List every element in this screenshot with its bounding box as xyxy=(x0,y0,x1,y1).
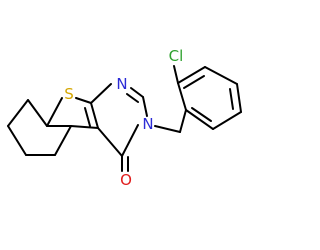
bond-c4b-c8a xyxy=(70,125,99,129)
bond-c2p-c3p xyxy=(177,66,206,84)
bond-c9a-c4b xyxy=(90,102,99,129)
bond-c4p-c5p-double xyxy=(229,88,234,110)
bond-c4a-c5 xyxy=(27,99,48,127)
bond-c4p-c5p xyxy=(236,83,242,113)
atom-labels: S N N O Cl xyxy=(64,47,183,189)
bond-n1-c2-double xyxy=(126,93,139,103)
nitrogen-1-atom-label: N xyxy=(116,75,127,93)
bond-c4a-s xyxy=(46,97,63,127)
bond-n3-c4 xyxy=(121,124,139,157)
nitrogen-3-atom-label: N xyxy=(142,115,153,133)
sulfur-atom-label: S xyxy=(64,85,74,103)
bond-c2p-c3p-double xyxy=(183,75,205,89)
bond-n3-ch2 xyxy=(154,125,181,133)
bond-c6-c7 xyxy=(7,125,27,156)
bond-c2-n3 xyxy=(142,96,148,117)
bond-c5-c6 xyxy=(7,99,29,127)
bond-s-c9a xyxy=(75,97,92,104)
bond-c8-c8a xyxy=(54,125,72,156)
bond-c6p-c1p xyxy=(185,109,214,130)
bond-n1-c2 xyxy=(130,87,144,98)
bond-ch2-c1p xyxy=(179,109,187,133)
bonds xyxy=(7,65,242,172)
bond-c9a-n1 xyxy=(90,83,112,104)
bond-c3p-c4p xyxy=(204,66,238,85)
oxygen-atom-label: O xyxy=(120,171,132,189)
bond-c6p-c1p-double xyxy=(191,107,212,122)
chlorine-atom-label: Cl xyxy=(169,47,184,65)
bond-c2p-cl xyxy=(173,65,179,84)
bond-c9a-c4b-double xyxy=(84,107,91,127)
bond-c5p-c6p xyxy=(212,111,242,130)
molecular-structure: S N N O Cl xyxy=(7,47,242,189)
bond-c4-c4b xyxy=(97,127,123,157)
bond-c1p-c2p xyxy=(177,82,187,111)
